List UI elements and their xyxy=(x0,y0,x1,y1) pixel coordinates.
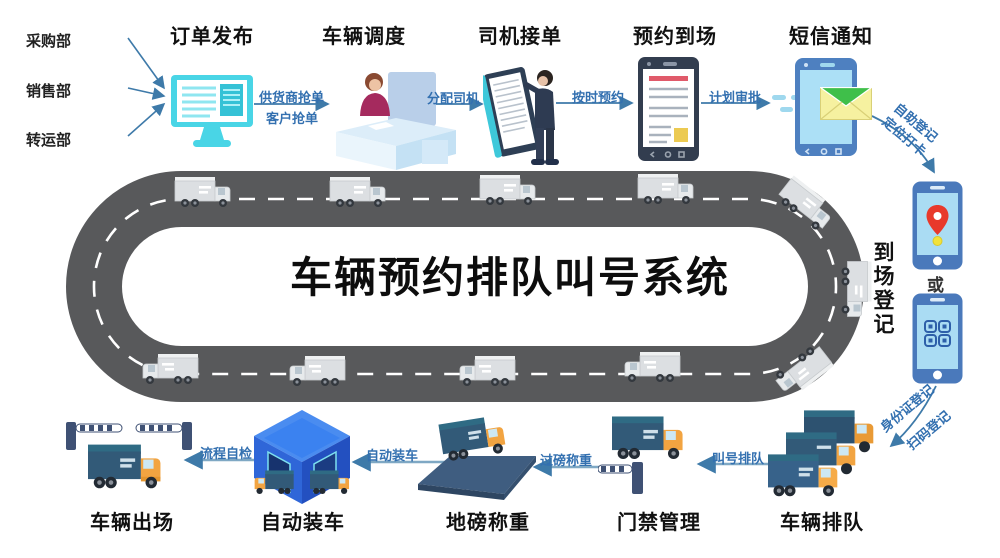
dispatcher-desk-icon xyxy=(330,60,462,177)
step-vehicle-exit-label: 车辆出场 xyxy=(90,512,174,534)
step-vehicle-dispatch-label: 车辆调度 xyxy=(322,26,406,48)
arrow-label-self-check: 流程自检 xyxy=(200,446,253,461)
road-truck-icon xyxy=(618,350,682,391)
barrier-icon xyxy=(66,422,123,450)
dept-sales-label: 销售部 xyxy=(26,83,72,100)
or-label: 或 xyxy=(927,276,944,295)
road-truck-icon xyxy=(636,172,700,213)
step-sms-notify-label: 短信通知 xyxy=(789,26,873,48)
location-phone-icon xyxy=(912,181,963,275)
arrow-label-on-time: 按时预约 xyxy=(572,90,625,105)
driver-tablet-icon xyxy=(478,56,569,175)
step-order-publish-label: 订单发布 xyxy=(170,26,254,48)
road-truck-icon xyxy=(136,352,200,393)
weighbridge-icon xyxy=(416,412,540,509)
dept-transfer-label: 转运部 xyxy=(26,132,72,149)
arrow-label-grab-order-2: 客户抢单 xyxy=(266,111,319,126)
access-control-icon xyxy=(597,410,710,509)
vehicle-exit-icon xyxy=(64,416,194,513)
step-auto-loading-label: 自动装车 xyxy=(261,512,345,534)
auto-loading-warehouse-icon xyxy=(252,410,352,511)
step-driver-accept-label: 司机接单 xyxy=(478,26,562,48)
dept-purchasing-label: 采购部 xyxy=(26,33,72,50)
reservation-phone-icon xyxy=(637,56,700,167)
road-truck-icon xyxy=(478,173,542,214)
envelope-icon xyxy=(818,86,874,125)
step-access-control-label: 门禁管理 xyxy=(617,512,701,534)
qr-phone-icon xyxy=(912,293,963,389)
arrow-label-grab-order-1: 供货商抢单 xyxy=(259,90,325,105)
vehicle-queue-icon xyxy=(768,406,888,515)
road-truck-icon xyxy=(453,354,517,395)
system-title: 车辆预约排队叫号系统 xyxy=(289,254,730,301)
arrow-label-call-queue: 叫号排队 xyxy=(712,451,765,466)
arrow-label-weigh: 过磅称重 xyxy=(540,453,593,468)
road-truck-icon xyxy=(328,175,392,216)
road-truck-icon xyxy=(173,175,237,216)
arrow-label-assign-driver: 分配司机 xyxy=(427,91,480,106)
barrier-icon xyxy=(135,422,192,450)
step-vehicle-queue-label: 车辆排队 xyxy=(780,512,864,534)
order-publish-monitor-icon xyxy=(170,74,254,155)
road-truck-icon xyxy=(833,260,874,324)
step-weighbridge-label: 地磅称重 xyxy=(446,512,530,534)
road-truck-icon xyxy=(283,354,347,395)
arrow-label-auto-load: 自动装车 xyxy=(366,448,419,463)
arrow-label-plan-approval: 计划审批 xyxy=(709,90,762,105)
barrier-icon xyxy=(597,462,643,494)
arrival-register-label: 到场登记 xyxy=(871,241,894,337)
step-reserve-arrival-label: 预约到场 xyxy=(633,26,717,48)
